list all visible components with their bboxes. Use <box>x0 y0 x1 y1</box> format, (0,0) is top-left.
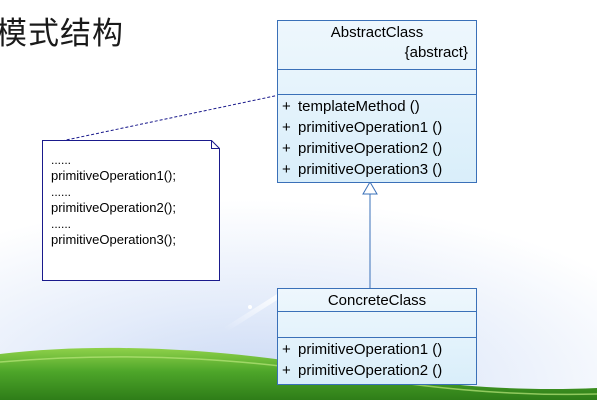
light-streak <box>222 289 288 333</box>
concrete-class-name: ConcreteClass <box>327 292 427 309</box>
visibility-marker: + <box>282 341 291 358</box>
concrete-class-name-section: ConcreteClass <box>278 289 476 311</box>
sparkle <box>248 305 252 309</box>
note-call-line: primitiveOperation3(); <box>51 232 176 247</box>
operation-signature: templateMethod () <box>298 98 420 115</box>
note-call-line: primitiveOperation1(); <box>51 168 176 183</box>
operation-signature: primitiveOperation1 () <box>298 341 443 358</box>
abstract-stereotype: {abstract} <box>404 44 468 61</box>
operation-row: + primitiveOperation2 () <box>278 360 476 381</box>
abstract-class-name-section: AbstractClass {abstract} <box>278 21 476 69</box>
note-anchor-line <box>51 93 285 144</box>
abstract-class-box: AbstractClass {abstract} + templateMethod… <box>277 20 477 183</box>
note-call-line: primitiveOperation2(); <box>51 200 176 215</box>
abstract-class-attributes-section <box>278 69 476 94</box>
page-title: 模式结构 <box>0 16 124 52</box>
operation-row: + primitiveOperation1 () <box>278 117 476 138</box>
inheritance-arrowhead <box>362 181 378 195</box>
note-ellipsis: ...... <box>51 185 72 199</box>
visibility-marker: + <box>282 362 291 379</box>
operation-row: + templateMethod () <box>278 96 476 117</box>
operation-signature: primitiveOperation3 () <box>298 161 443 178</box>
operation-signature: primitiveOperation1 () <box>298 119 443 136</box>
note-folded-corner <box>211 140 220 149</box>
abstract-class-name: AbstractClass <box>330 24 424 41</box>
operation-row: + primitiveOperation1 () <box>278 339 476 360</box>
note-ellipsis: ...... <box>51 217 72 231</box>
concrete-class-box: ConcreteClass + primitiveOperation1 () + p… <box>277 288 477 385</box>
note-ellipsis: ...... <box>51 153 72 167</box>
concrete-class-attributes-section <box>278 311 476 337</box>
visibility-marker: + <box>282 119 291 136</box>
abstract-class-operations-section: + templateMethod () + primitiveOperation1 … <box>278 94 476 180</box>
template-method-note: ...... primitiveOperation1(); ...... pri… <box>42 140 220 281</box>
concrete-class-operations-section: + primitiveOperation1 () + primitiveOperat… <box>278 337 476 381</box>
visibility-marker: + <box>282 161 291 178</box>
visibility-marker: + <box>282 140 291 157</box>
operation-row: + primitiveOperation2 () <box>278 138 476 159</box>
operation-signature: primitiveOperation2 () <box>298 362 443 379</box>
operation-row: + primitiveOperation3 () <box>278 159 476 180</box>
operation-signature: primitiveOperation2 () <box>298 140 443 157</box>
note-shape <box>42 140 220 281</box>
note-body: ...... primitiveOperation1(); ...... pri… <box>51 153 176 249</box>
visibility-marker: + <box>282 98 291 115</box>
